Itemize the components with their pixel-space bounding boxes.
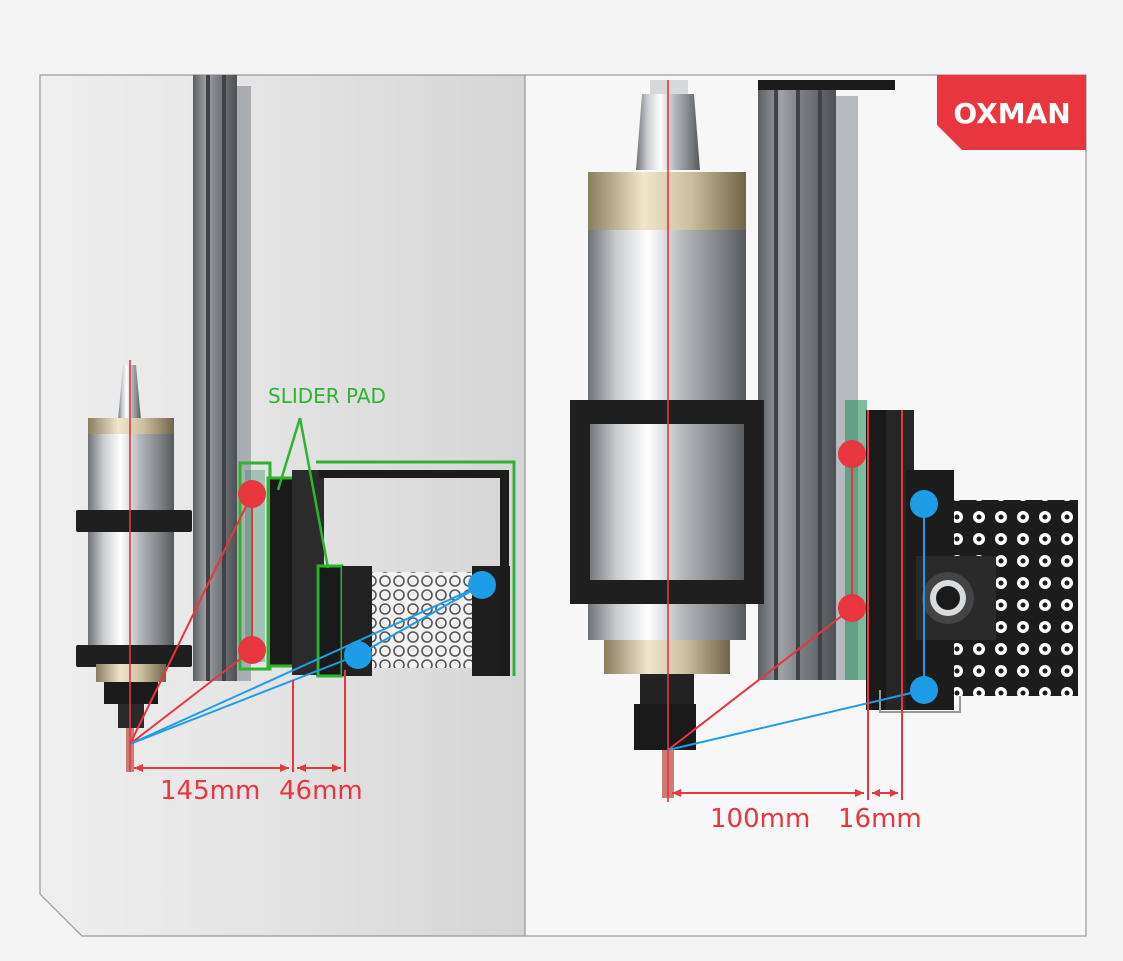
right-dimensions: 100mm 16mm — [672, 410, 922, 834]
left-blue-pivot-top — [468, 571, 496, 599]
right-blue-pivot-line — [667, 689, 925, 751]
right-carriage — [845, 400, 1078, 713]
right-blue-pivot-top — [910, 490, 938, 518]
left-red-pivot-line-1 — [129, 493, 253, 745]
left-blue-pivot-bottom — [344, 641, 372, 669]
right-red-pivot-bottom — [838, 594, 866, 622]
right-z-rail — [758, 80, 895, 680]
slider-pad-annotation: SLIDER PAD — [268, 384, 386, 408]
left-red-pivot-top — [238, 480, 266, 508]
left-red-pivot-bottom — [238, 636, 266, 664]
right-red-pivot-top — [838, 440, 866, 468]
left-frame-outline — [316, 460, 516, 676]
annotation-leader-2 — [298, 417, 330, 569]
left-spindle — [76, 365, 192, 772]
left-panel: SLIDER PAD 145mm 46mm — [39, 74, 526, 937]
left-dimensions: 145mm 46mm — [134, 670, 363, 806]
right-dim-secondary-label: 16mm — [838, 804, 922, 834]
left-dim-secondary-label: 46mm — [279, 776, 363, 806]
right-blue-pivot-bottom — [910, 676, 938, 704]
brand-badge — [937, 75, 1086, 150]
right-panel: OXMAN — [524, 74, 1087, 937]
brand-logo: OXMAN — [953, 97, 1070, 130]
right-red-pivot-line — [667, 607, 853, 751]
right-dim-primary-label: 100mm — [710, 804, 810, 834]
left-dim-primary-label: 145mm — [160, 776, 260, 806]
left-z-rail — [193, 75, 251, 681]
left-red-pivot-line-2 — [129, 649, 253, 745]
left-blue-pivot-line-1 — [129, 584, 483, 745]
left-blue-pivot-line-2 — [129, 654, 359, 745]
annotation-leader-1 — [276, 417, 302, 491]
right-spindle — [570, 80, 764, 798]
